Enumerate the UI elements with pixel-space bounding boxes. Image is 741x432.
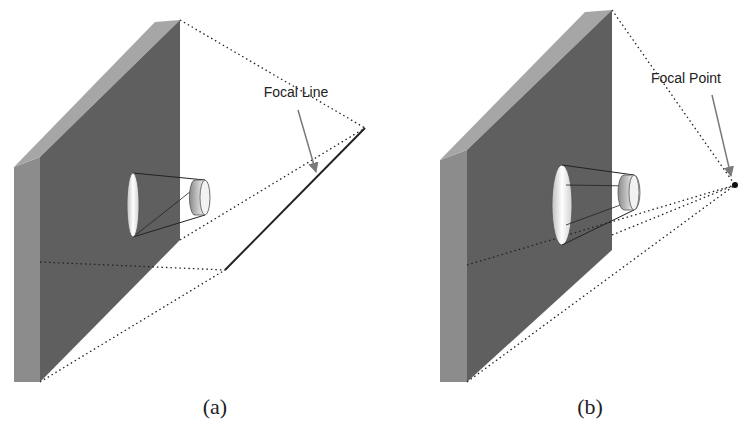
callout-label: Focal Point	[651, 70, 721, 86]
cylindrical-lens-a	[127, 173, 210, 237]
ray-lines-a	[40, 20, 365, 382]
leader-arrow	[712, 95, 731, 176]
slab-b	[440, 10, 612, 382]
spherical-lens-b	[552, 165, 640, 245]
subfigure-caption: (b)	[577, 394, 603, 420]
slab-a	[14, 20, 180, 382]
ray-lines-b	[467, 10, 735, 382]
focal-point	[732, 182, 738, 188]
subfigure-caption: (a)	[203, 394, 227, 420]
callout-label: Focal Line	[264, 84, 329, 100]
leader-arrow	[298, 110, 316, 172]
focal-line	[225, 128, 365, 270]
